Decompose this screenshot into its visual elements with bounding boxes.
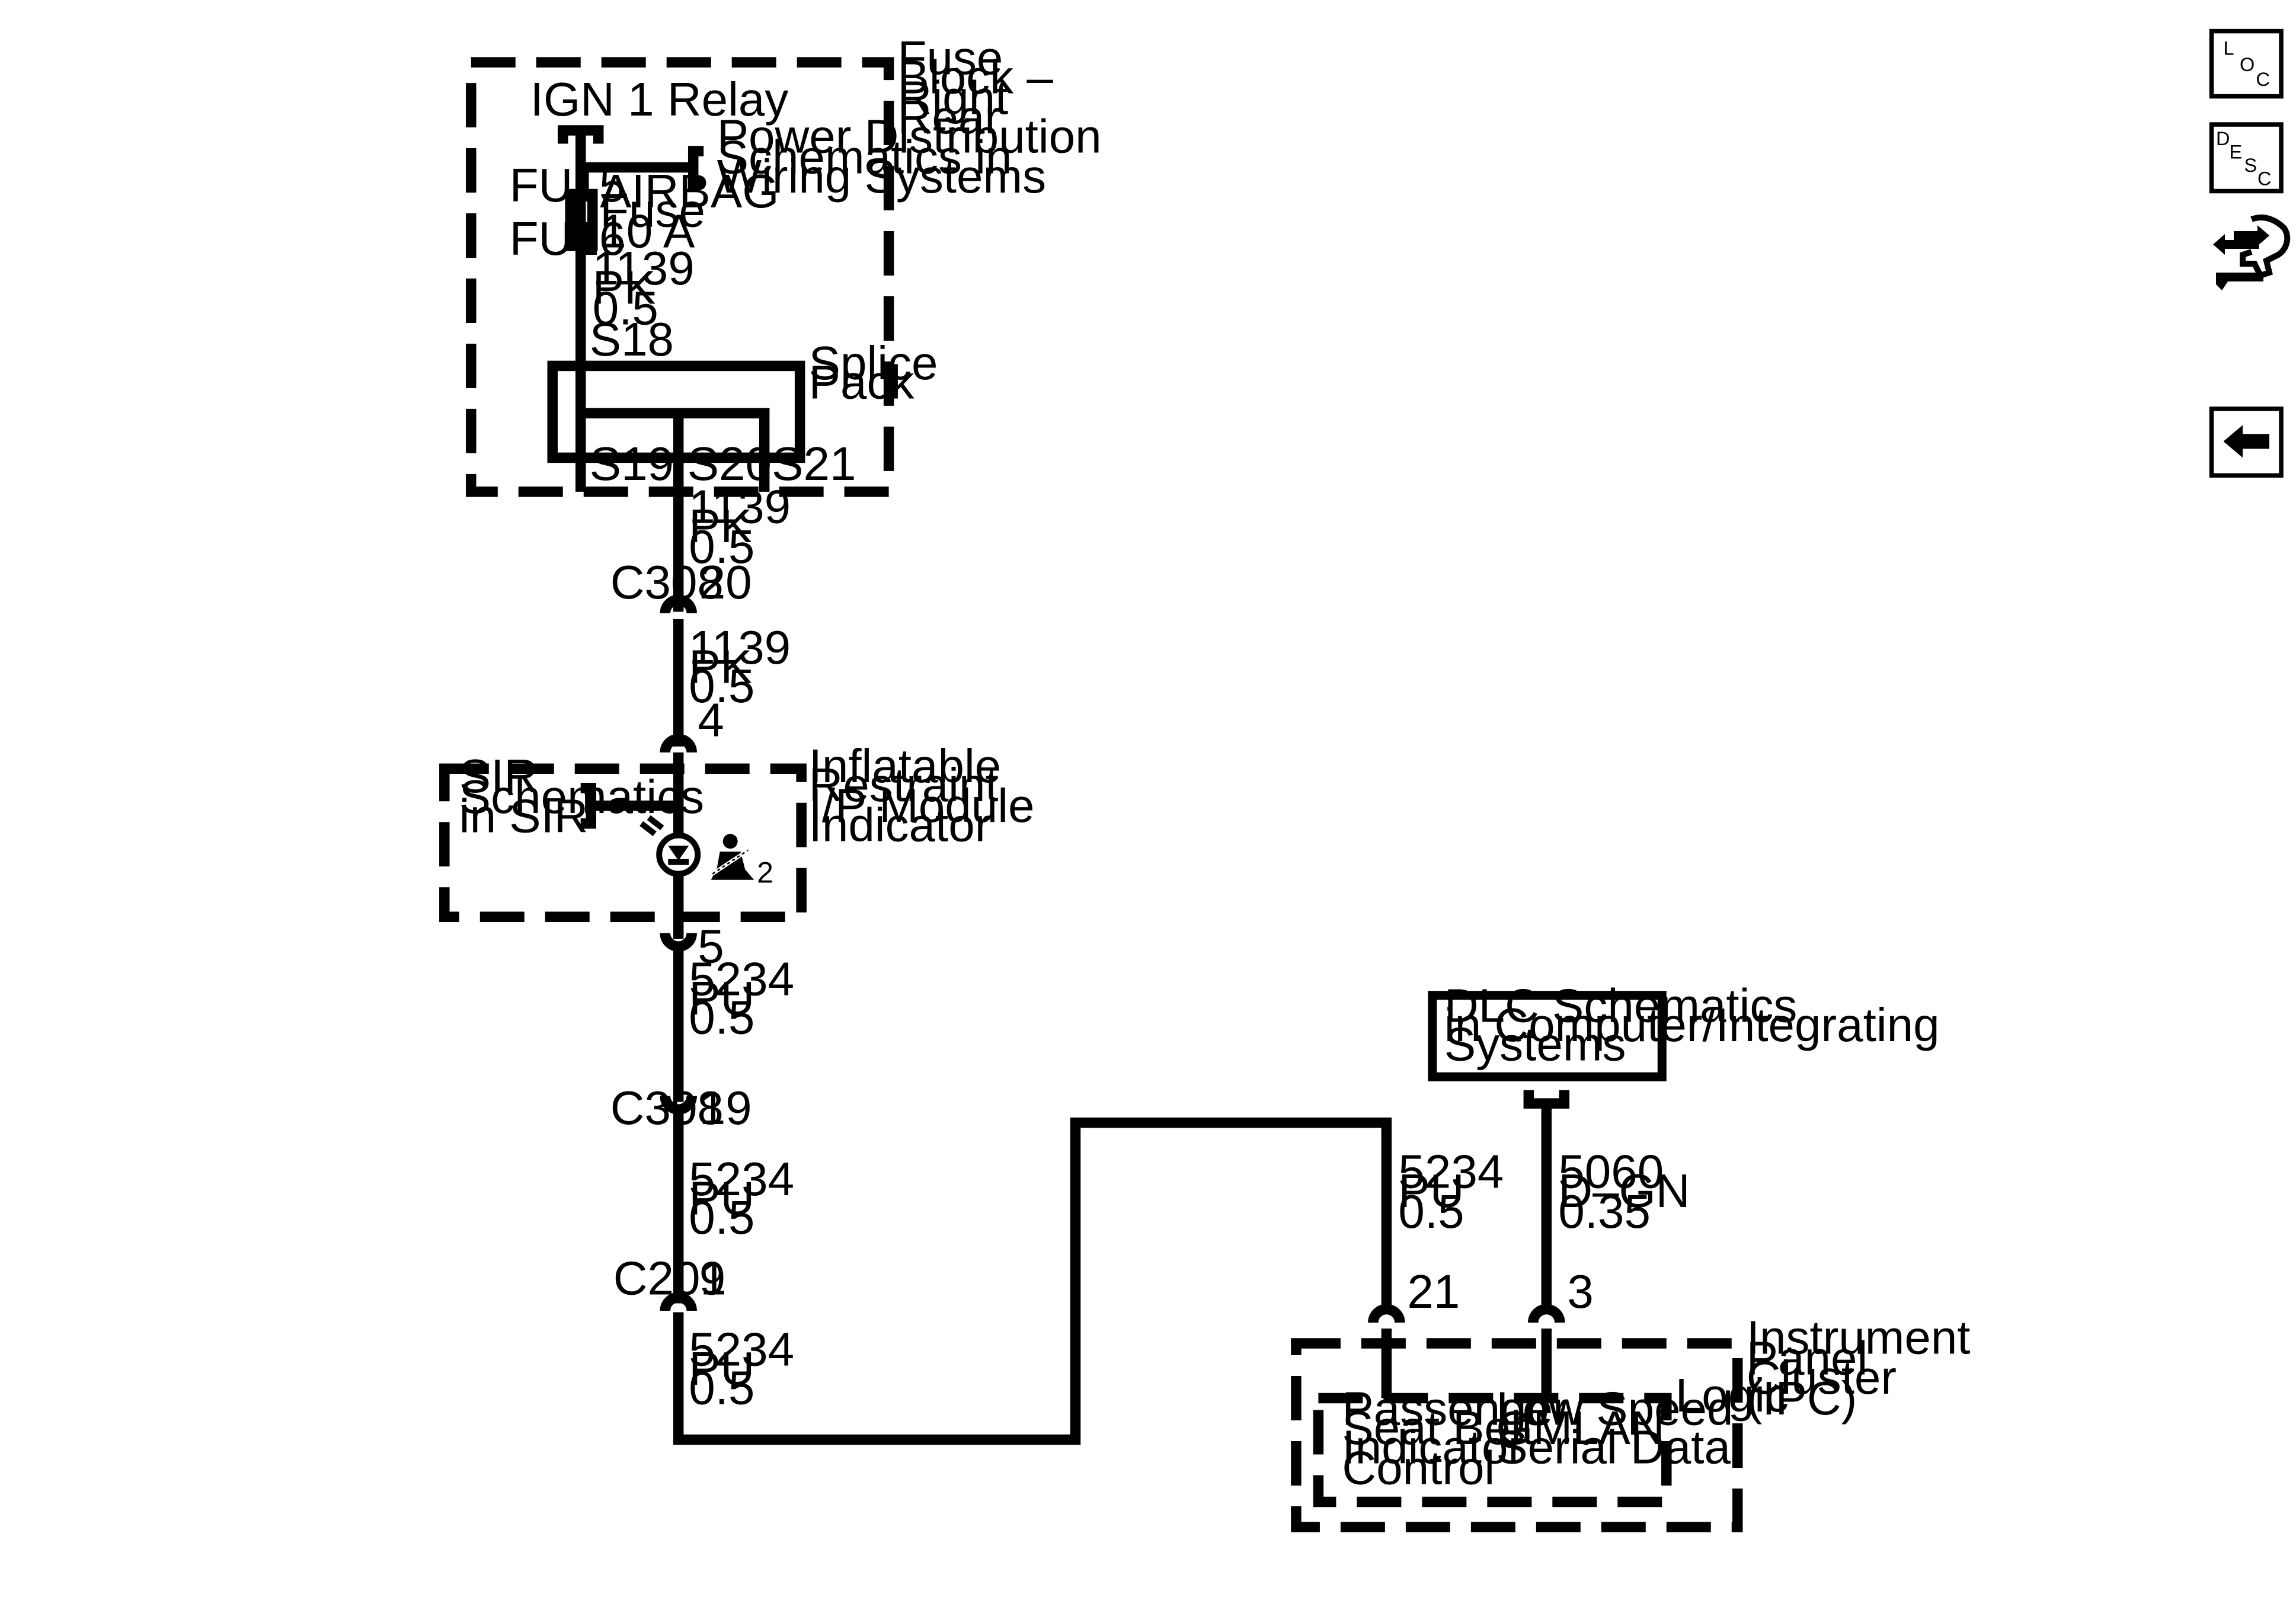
splice-out-s20: S20 bbox=[687, 437, 772, 490]
connector-c201-9: C201 9 bbox=[613, 1252, 727, 1311]
splice-label: Splice Pack bbox=[809, 337, 951, 408]
back-button[interactable] bbox=[2209, 406, 2284, 478]
connector-c308-19-name: C308 bbox=[610, 1081, 724, 1134]
module-label: Inflatable Restraint I/P Module Indicato… bbox=[809, 740, 1048, 852]
module-pin-5-socket bbox=[660, 932, 697, 952]
wire-5234-c-label: 5234 PU 0.5 bbox=[689, 1323, 807, 1414]
ipc-func-gmlan: Low Speed GMLAN Serial Data bbox=[1496, 1382, 1746, 1473]
power-ref-label: Power Distribution Schematics in Wiring … bbox=[717, 110, 1115, 203]
sir-ref-bracket bbox=[580, 783, 596, 829]
ipc-pin-3-socket bbox=[1528, 1304, 1565, 1323]
desc-button-frame bbox=[2209, 122, 2284, 194]
connector-c308-20-socket bbox=[660, 594, 697, 614]
loc-letter-o: O bbox=[2240, 54, 2255, 75]
dlc-connector bbox=[1523, 1090, 1570, 1109]
wire-1139-a-label: 1139 PK 0.5 bbox=[689, 480, 804, 572]
ipc-module: 21 3 Instrument Panel Cluster (IPC) Logi… bbox=[1291, 1265, 1984, 1532]
splice-bus bbox=[580, 408, 770, 492]
module-border bbox=[439, 763, 807, 922]
connector-c308-19-pin: 19 bbox=[699, 1081, 752, 1134]
fuse-bottom-label: FU16 bbox=[510, 212, 626, 265]
connector-c308-19: C308 19 bbox=[610, 1081, 752, 1134]
fuse-wire-label: 1139 PK 0.5 bbox=[593, 242, 708, 334]
connector-c308-20-pin: 20 bbox=[699, 556, 752, 609]
sir-ref-label: SIR Schematics in SIR bbox=[459, 750, 718, 842]
ipc-border bbox=[1291, 1338, 1743, 1532]
ipc-pin-21-socket bbox=[1368, 1304, 1405, 1323]
wrench-arrows-icon[interactable] bbox=[2213, 215, 2291, 290]
module-pin-4-socket bbox=[660, 734, 697, 753]
ipc-label: Instrument Panel Cluster (IPC) bbox=[1747, 1311, 1984, 1425]
wire-5234-a-label: 5234 PU 0.5 bbox=[689, 953, 807, 1044]
module-pin-in: 4 bbox=[698, 693, 724, 746]
led-light-rays-icon bbox=[639, 815, 664, 837]
connector-c201-9-name: C201 bbox=[613, 1252, 727, 1305]
relay-label: IGN 1 Relay bbox=[530, 73, 789, 126]
desc-letter-e: E bbox=[2230, 142, 2243, 163]
desc-letter-c: C bbox=[2257, 168, 2271, 190]
splice-top-label: S18 bbox=[590, 313, 674, 366]
dlc-box bbox=[1428, 991, 1667, 1081]
dlc-label: DLC Schematics in Computer/Integrating S… bbox=[1444, 980, 1953, 1071]
led-diode-arrow bbox=[668, 846, 689, 861]
fuse-label: AIRBAG Fuse 10 A bbox=[600, 165, 792, 257]
back-arrow-icon bbox=[2223, 425, 2270, 458]
loc-button-frame bbox=[2209, 28, 2284, 99]
ipc-logic-border bbox=[1313, 1393, 1672, 1507]
desc-letter-s: S bbox=[2244, 155, 2257, 176]
wire-5234-d-label: 5234 PU 0.5 bbox=[1398, 1145, 1517, 1238]
desc-letter-d: D bbox=[2216, 128, 2230, 149]
connector-c201-9-pin: 9 bbox=[699, 1252, 725, 1305]
desc-button[interactable]: D E S C bbox=[2209, 122, 2284, 194]
fuse-block: Fuse Block – Right Rear IGN 1 Relay Powe… bbox=[466, 31, 1115, 497]
connector-c308-20: C308 20 bbox=[610, 556, 752, 614]
module-pin-out: 5 bbox=[698, 920, 724, 973]
ipc-func-passenger-belt: Passenger Seat Belt Indicator Control bbox=[1342, 1382, 1582, 1494]
fuse-block-label: Fuse Block – Right Rear bbox=[898, 31, 1066, 143]
dlc-reference: DLC Schematics in Computer/Integrating S… bbox=[1428, 980, 1953, 1109]
splice-out-s21: S21 bbox=[772, 437, 856, 490]
fuse-top-label: FU15 bbox=[510, 159, 626, 212]
power-ref-bracket bbox=[687, 146, 704, 189]
connector-c201-9-socket bbox=[660, 1292, 697, 1311]
loc-letter-c: C bbox=[2256, 69, 2270, 90]
connector-c308-20-name: C308 bbox=[610, 556, 724, 609]
ipc-pin-a: 21 bbox=[1407, 1265, 1460, 1318]
seat-belt-icon bbox=[711, 834, 754, 880]
wire-1139-b-label: 1139 PK 0.5 bbox=[689, 621, 804, 712]
loc-button[interactable]: L O C bbox=[2209, 28, 2284, 99]
indicator-number: 2 bbox=[757, 856, 773, 889]
loc-letter-l: L bbox=[2224, 38, 2234, 59]
wire-5234-b-label: 5234 PU 0.5 bbox=[689, 1153, 807, 1244]
ipc-pin-b: 3 bbox=[1567, 1265, 1593, 1318]
wire-5060-label: 5060 D–GN 0.35 bbox=[1558, 1145, 1703, 1238]
wire-5234-c-route bbox=[673, 1117, 1392, 1445]
ipc-logic-label: Logic bbox=[1675, 1369, 1789, 1422]
ip-module: 4 Inflatable Restraint I/P Module Indica… bbox=[439, 693, 1048, 973]
splice-out-s19: S19 bbox=[590, 437, 674, 490]
